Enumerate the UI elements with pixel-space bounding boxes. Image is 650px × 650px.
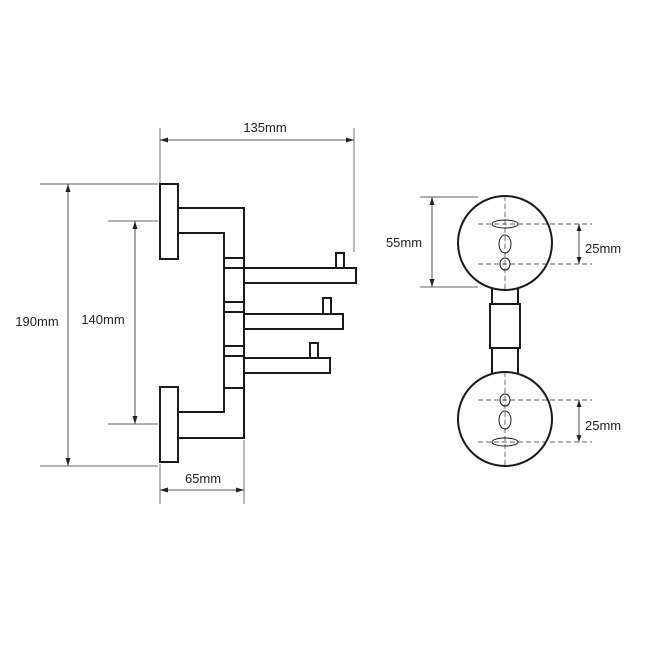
- swivel-arm-3: [243, 342, 331, 374]
- round-plate-bottom: [457, 371, 553, 467]
- connecting-bar: [489, 287, 521, 381]
- wall-plate-bottom: [159, 386, 179, 463]
- dim-label-140: 140mm: [81, 312, 124, 327]
- dim-label-25-bottom: 25mm: [585, 418, 621, 433]
- dim-hole-spacing-top: 25mm: [576, 224, 621, 264]
- dim-plate-height: 55mm: [386, 197, 435, 287]
- dim-overall-height: 190mm: [15, 184, 71, 466]
- top-plate-holes: [478, 196, 592, 292]
- dim-mount-spacing: 140mm: [81, 221, 138, 424]
- wall-plate-top: [159, 183, 179, 260]
- dim-label-135: 135mm: [243, 120, 286, 135]
- dim-label-25-top: 25mm: [585, 241, 621, 256]
- front-view: 55mm 25mm 25mm: [386, 195, 621, 468]
- dim-label-65: 65mm: [185, 471, 221, 486]
- dim-hole-spacing-bottom: 25mm: [576, 400, 621, 442]
- swivel-arm-2: [243, 297, 344, 330]
- round-plate-top: [457, 195, 553, 291]
- swivel-arm-1: [243, 252, 357, 284]
- dim-projection: 65mm: [160, 471, 244, 493]
- side-view: 135mm 190mm 140mm 65mm: [15, 120, 357, 504]
- upper-arm: [177, 207, 245, 259]
- lower-arm: [177, 387, 245, 439]
- dim-label-55: 55mm: [386, 235, 422, 250]
- pivot-column: [223, 257, 245, 389]
- dim-label-190: 190mm: [15, 314, 58, 329]
- bottom-plate-holes: [478, 372, 592, 468]
- dim-overall-width: 135mm: [160, 120, 354, 143]
